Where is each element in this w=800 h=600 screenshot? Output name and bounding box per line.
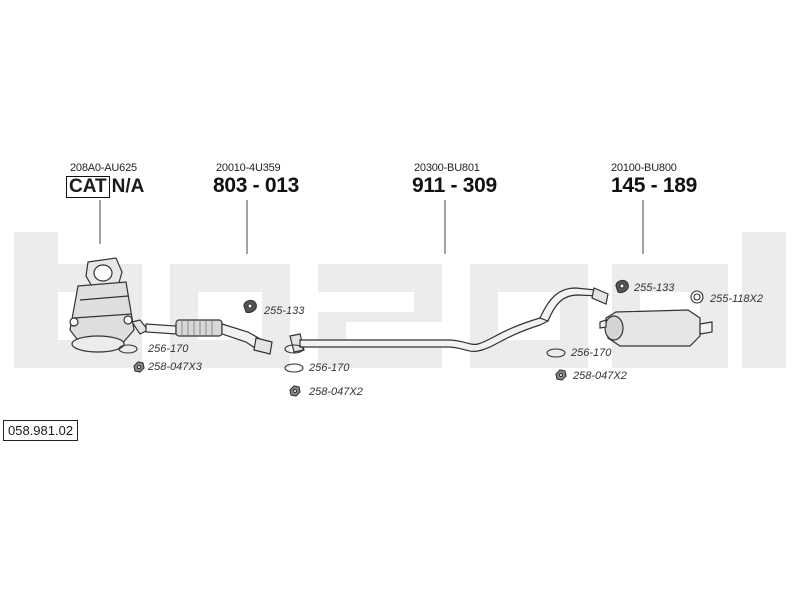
part-number: 911 - 309 [412,174,497,197]
accessory-label: 256-170 [571,347,612,359]
accessory-label: 256-170 [309,362,350,374]
gasket-ring-icon [118,344,138,354]
nut-icon [555,369,567,381]
cat-availability: N/A [111,176,145,197]
cat-part-label: CAT N/A [66,175,144,199]
rubber-mount-icon [615,279,629,294]
cat-badge: CAT [66,176,110,198]
nut-icon [133,361,145,373]
accessory-label: 258-047X2 [573,370,627,382]
catalog-number-box: 058.981.02 [3,420,79,441]
part-number: 145 - 189 [611,174,698,197]
accessory-label: 255-133 [634,282,675,294]
oe-number: 20300-BU801 [414,162,480,174]
center-pipe [289,287,609,353]
catalytic-converter [69,257,135,353]
rubber-mount-icon [243,299,257,314]
nut-icon [289,385,301,397]
gasket-ring-icon [546,348,566,358]
oe-number: 20010-4U359 [216,162,281,174]
part-number: 803 - 013 [213,174,300,197]
rear-silencer [599,309,713,347]
accessory-label: 258-047X2 [309,386,363,398]
gasket-ring-icon [284,344,304,354]
accessory-label: 255-133 [264,305,305,317]
accessory-label: 258-047X3 [148,361,202,373]
front-pipe [131,319,273,355]
oe-number: 208A0-AU625 [70,162,137,174]
oe-number: 20100-BU800 [611,162,677,174]
gasket-ring-icon [284,363,304,373]
rubber-ring-icon [690,290,704,304]
accessory-label: 256-170 [148,343,189,355]
accessory-label: 255-118X2 [710,293,764,305]
